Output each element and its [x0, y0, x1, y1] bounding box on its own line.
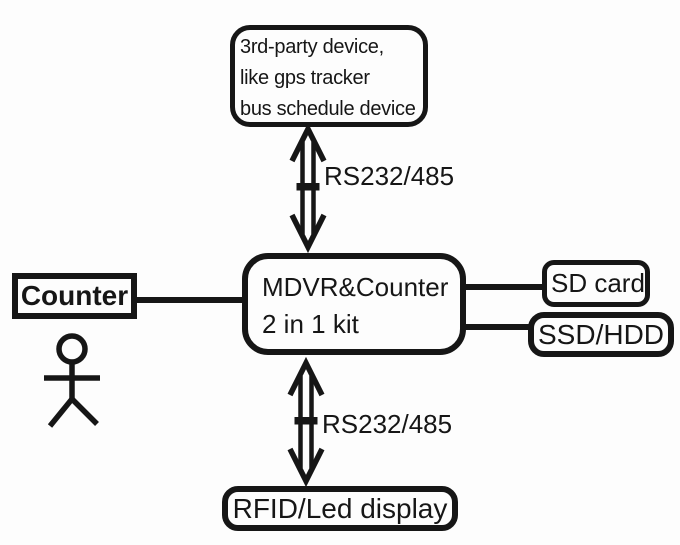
rfid-led-display-label: RFID/Led display: [232, 493, 448, 524]
counter-node: Counter: [12, 273, 137, 319]
mdvr-counter-node: MDVR&Counter 2 in 1 kit: [242, 253, 466, 355]
third-party-line-2: like gps tracker: [240, 67, 370, 89]
sd-card-node: SD card: [542, 260, 650, 307]
ssd-hdd-label: SSD/HDD: [538, 319, 665, 350]
double-arrow-icon: [289, 122, 327, 254]
person-icon: [44, 333, 100, 428]
third-party-line-3: bus schedule device: [240, 98, 416, 120]
rs232-485-label-bottom: RS232/485: [322, 409, 453, 439]
sd-card-label: SD card: [551, 268, 645, 298]
connector-line-counter: [135, 297, 245, 303]
rs232-485-label-top: RS232/485: [324, 161, 455, 191]
ssd-hdd-node: SSD/HDD: [528, 312, 674, 357]
rfid-led-display-node: RFID/Led display: [222, 486, 458, 531]
third-party-line-1: 3rd-party device,: [240, 36, 384, 58]
double-arrow-icon: [287, 356, 325, 488]
connector-line-ssd-hdd: [462, 324, 530, 330]
third-party-device-node: 3rd-party device, like gps tracker bus s…: [230, 25, 428, 127]
mdvr-line-2: 2 in 1 kit: [262, 309, 359, 339]
counter-label: Counter: [20, 280, 129, 311]
mdvr-line-1: MDVR&Counter: [262, 272, 449, 302]
connector-line-sd-card: [462, 284, 544, 290]
